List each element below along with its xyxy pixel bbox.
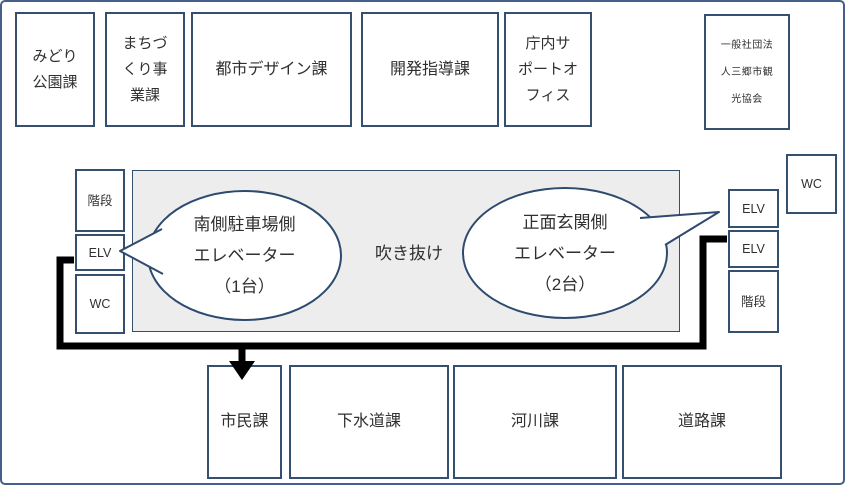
room-label: 都市デザイン課 (215, 60, 328, 78)
room-label: 道路課 (677, 413, 726, 430)
room-label: まちづ くり事 業課 (122, 34, 168, 104)
room-kaihatsu-shido-ka: 開発指導課 (361, 12, 499, 127)
room-label: 下水道課 (336, 413, 401, 430)
elevator-label: ELV (742, 201, 765, 216)
wc-right: WC (786, 154, 837, 214)
room-chonai-support-office: 庁内サ ポートオ フィス (504, 12, 592, 127)
room-label: 河川課 (510, 413, 559, 430)
room-shimin-ka: 市民課 (207, 365, 282, 479)
room-kasen-ka: 河川課 (453, 365, 617, 479)
stairs-right: 階段 (728, 270, 779, 333)
wc-label: WC (89, 297, 111, 311)
bubble-south-parking-elevator: 南側駐車場側 エレベーター （1台） (147, 190, 342, 321)
bubble-text: 南側駐車場側 エレベーター （1台） (193, 215, 296, 296)
atrium-label: 吹き抜け (375, 244, 443, 263)
stairs-label: 階段 (740, 294, 766, 309)
room-label: 一般社団法 人三郷市観 光協会 (720, 39, 774, 105)
elevator-right-1: ELV (728, 189, 779, 228)
room-doro-ka: 道路課 (622, 365, 782, 479)
room-kanko-kyokai: 一般社団法 人三郷市観 光協会 (704, 14, 790, 130)
room-label: 開発指導課 (389, 60, 470, 78)
stairs-label: 階段 (87, 193, 113, 208)
wc-label: WC (801, 177, 822, 191)
room-label: 市民課 (220, 413, 269, 430)
elevator-right-2: ELV (728, 230, 779, 268)
room-machizukuri-jigyo-ka: まちづ くり事 業課 (105, 12, 185, 127)
bubble-main-entrance-elevator: 正面玄関側 エレベーター （2台） (462, 187, 668, 319)
room-label: みどり 公園課 (32, 47, 78, 91)
stairs-left: 階段 (75, 169, 125, 232)
elevator-left: ELV (75, 234, 125, 271)
room-gesuido-ka: 下水道課 (289, 365, 449, 479)
elevator-label: ELV (88, 245, 112, 260)
room-midori-koen-ka: みどり 公園課 (15, 12, 95, 127)
room-toshi-design-ka: 都市デザイン課 (191, 12, 352, 127)
bubble-text: 正面玄関側 エレベーター （2台） (514, 212, 616, 294)
elevator-label: ELV (742, 242, 765, 256)
wc-left: WC (75, 274, 125, 334)
room-label: 庁内サ ポートオ フィス (517, 34, 578, 104)
